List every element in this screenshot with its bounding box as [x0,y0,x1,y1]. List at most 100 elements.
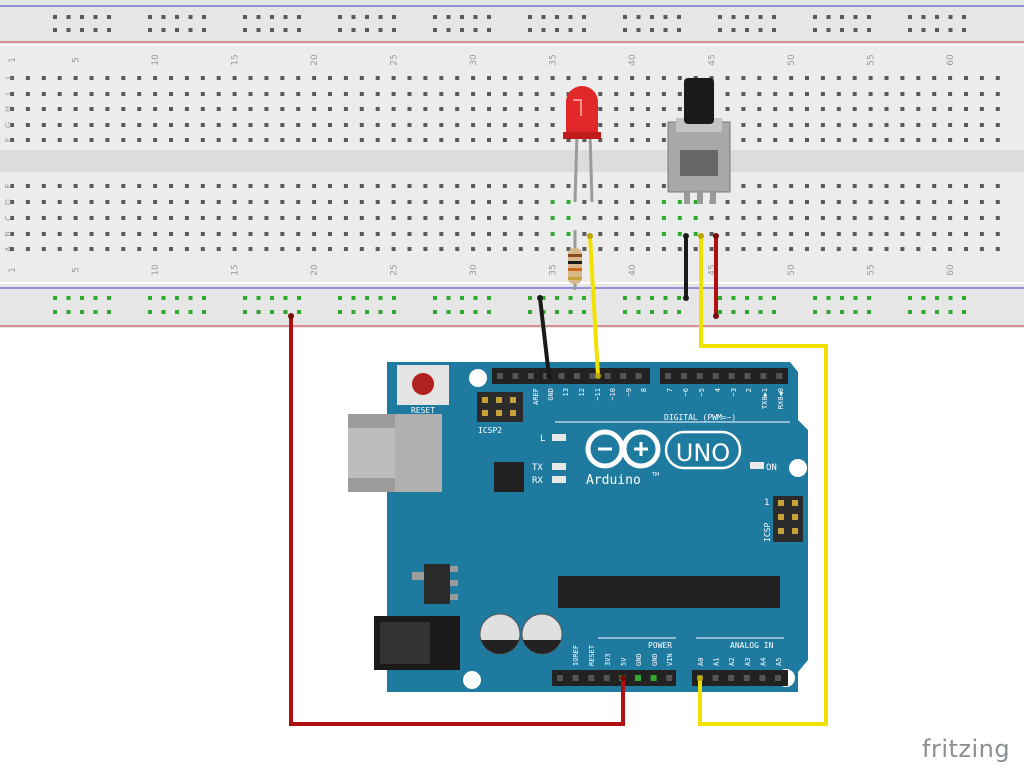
capacitor [479,613,521,655]
icsp-header [773,496,803,542]
breadboard-hole [25,76,30,80]
breadboard-hole [820,107,825,111]
analog-pin-label: A4 [759,658,767,666]
rail-hole [53,28,57,32]
reset-button[interactable] [397,365,449,405]
breadboard-hole [296,123,301,127]
breadboard-hole [359,200,364,204]
breadboard-hole [153,123,158,127]
voltage-regulator [412,564,458,604]
breadboard-hole [916,184,921,188]
breadboard-hole [964,92,968,96]
rail-hole [93,310,98,314]
breadboard-hole [630,107,635,111]
breadboard-hole [25,123,30,127]
breadboard-hole [248,200,253,204]
breadboard-hole [375,216,380,220]
breadboard-hole [709,247,714,251]
breadboard-hole [280,247,285,251]
rail-hole [867,28,871,32]
mount-hole [789,459,807,477]
breadboard-hole [789,92,794,96]
rail-hole [175,296,179,300]
digital-pin-label: ~10 [609,388,617,401]
breadboard-hole [216,247,221,251]
rail-hole [53,15,57,19]
breadboard-hole [550,107,555,111]
rail-hole [772,28,776,32]
rail-hole [528,28,532,32]
breadboard-hole [741,138,746,142]
breadboard-hole [359,247,364,251]
breadboard-hole [805,92,809,96]
breadboard-hole [725,232,730,236]
breadboard-hole [423,247,428,251]
breadboard-hole [884,138,889,142]
breadboard-hole [487,200,491,204]
breadboard-hole [423,184,428,188]
breadboard-hole [868,247,873,251]
breadboard-hole [10,92,14,96]
rail-hole [731,28,736,32]
breadboard-hole [153,216,158,220]
breadboard-hole [455,76,460,80]
breadboard-hole [391,76,396,80]
breadboard-hole [200,247,205,251]
column-number: 50 [787,54,797,66]
rail-hole [908,296,912,300]
breadboard-hole [789,76,794,80]
breadboard-hole [455,232,460,236]
breadboard-hole [153,76,158,80]
breadboard-hole [232,247,237,251]
breadboard-hole [598,123,603,127]
rail-hole [243,15,247,19]
breadboard-hole [900,123,905,127]
rail-hole [840,28,844,32]
rail-hole [948,310,953,314]
breadboard-hole [343,232,348,236]
breadboard-hole [550,184,555,188]
breadboard-hole [89,216,94,220]
rail-hole [813,310,817,314]
breadboard-hole [89,138,94,142]
rail-hole [663,296,668,300]
breadboard-hole [487,184,491,188]
breadboard-hole [200,138,205,142]
header-pin [792,500,798,506]
icsp2-header [477,392,523,422]
rail-hole [351,296,356,300]
breadboard-hole [57,247,62,251]
rail-hole [568,310,573,314]
breadboard-hole [502,247,507,251]
breadboard-hole [773,184,778,188]
rail-hole [487,296,491,300]
breadboard-hole [264,216,269,220]
breadboard-hole [805,247,809,251]
rail-hole [867,310,871,314]
rail-hole [948,28,953,32]
breadboard-hole [900,92,905,96]
rail-hole [853,28,858,32]
led-tx-label: TX [532,463,543,473]
breadboard-hole [630,247,635,251]
breadboard-hole [741,247,746,251]
breadboard-hole [359,216,364,220]
rail-hole [161,28,166,32]
rail-hole [650,15,654,19]
breadboard-hole [916,107,921,111]
breadboard-hole [248,92,253,96]
breadboard-hole [487,216,491,220]
breadboard-hole [89,247,94,251]
breadboard-hole [900,216,905,220]
rail-hole [487,310,491,314]
breadboard-hole [757,107,762,111]
breadboard-hole [455,247,460,251]
breadboard-hole [550,76,555,80]
breadboard-hole [964,107,968,111]
dc-power-jack [374,616,460,670]
breadboard-hole [343,138,348,142]
breadboard-hole [820,123,825,127]
breadboard-hole [661,184,666,188]
breadboard-hole [979,247,984,251]
breadboard-hole [598,92,603,96]
